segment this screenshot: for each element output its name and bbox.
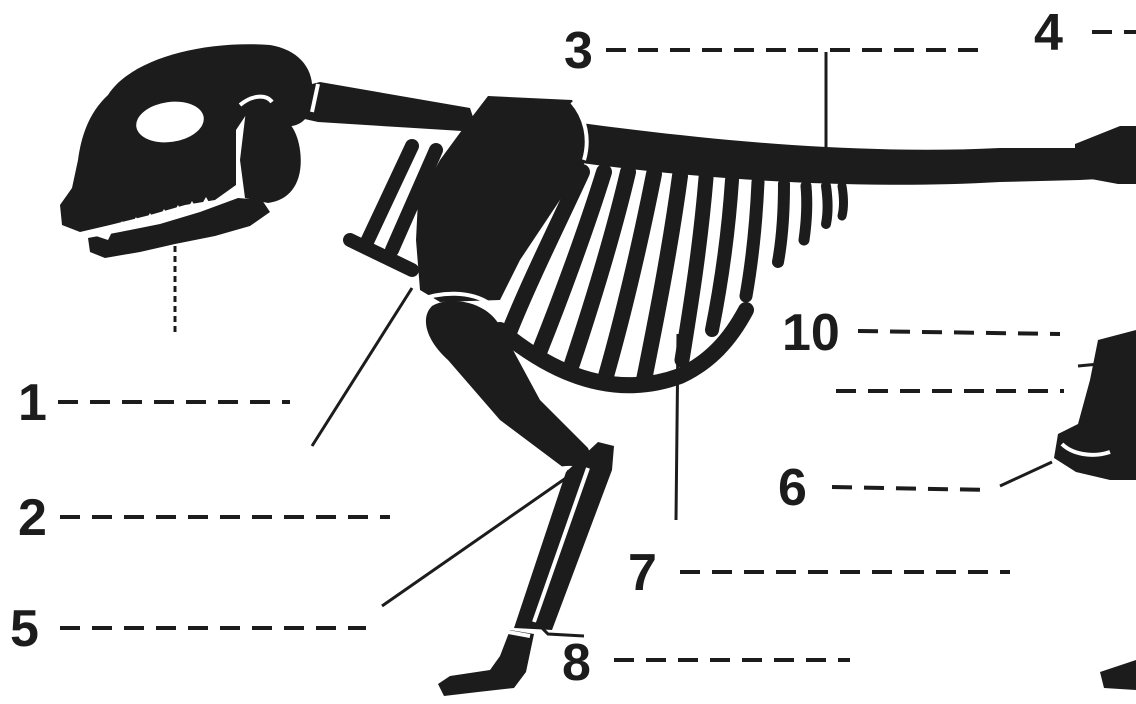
neck-vertebrae	[296, 82, 478, 132]
blank-6[interactable]	[832, 487, 990, 490]
label-4: 4	[1034, 4, 1063, 62]
hind-limb	[1054, 330, 1136, 480]
skull	[60, 44, 312, 258]
fore-foot	[438, 630, 534, 696]
label-2: 2	[18, 489, 47, 547]
pointer-7	[676, 334, 678, 520]
label-1: 1	[18, 374, 47, 432]
pointer-6	[1000, 462, 1052, 486]
skeleton	[60, 44, 1136, 696]
label-10: 10	[782, 304, 840, 362]
blank-10[interactable]	[858, 331, 1060, 334]
vertebral-column	[560, 120, 1118, 185]
label-6: 6	[778, 459, 807, 517]
manubrium	[350, 240, 412, 270]
label-5: 5	[10, 600, 39, 658]
label-7: 7	[628, 544, 657, 602]
pointer-2	[312, 288, 412, 446]
label-8: 8	[562, 634, 591, 692]
label-3: 3	[564, 22, 593, 80]
